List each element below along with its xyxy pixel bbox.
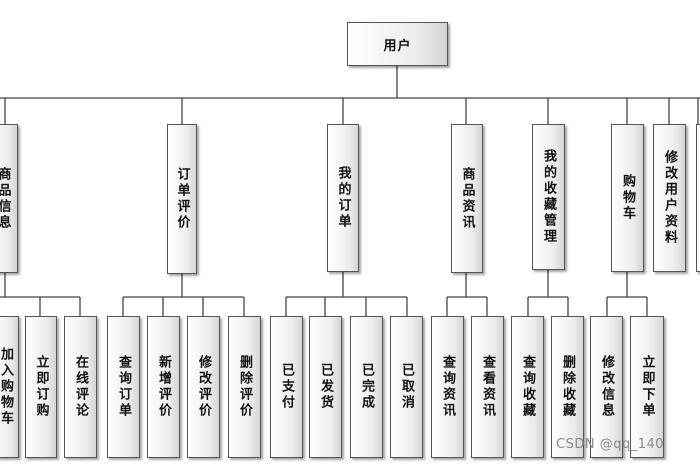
node-label: 修改评价 [196, 355, 211, 419]
node-favorites-management: 我的收藏管理 [532, 124, 565, 270]
node-label: 已发货 [318, 363, 333, 411]
node-order-review: 订单评价 [167, 124, 197, 274]
node-delete-favorites: 删除收藏 [551, 316, 584, 458]
node-product-news: 商品资讯 [451, 124, 483, 273]
node-shipped: 已发货 [309, 316, 342, 458]
node-view-news: 查看资讯 [471, 316, 504, 458]
node-label: 在线评论 [73, 355, 88, 419]
node-label: 修改信息 [599, 355, 614, 419]
node-label: 商品信息 [0, 166, 11, 231]
node-query-order: 查询订单 [107, 316, 140, 458]
node-label: 已取消 [399, 363, 414, 411]
node-label: 已支付 [279, 363, 294, 411]
node-edit-profile: 修改用户资料 [653, 124, 686, 272]
node-label: 查询订单 [116, 355, 131, 419]
node-shopping-cart: 购物车 [611, 124, 644, 272]
node-label: 已完成 [359, 363, 374, 411]
node-label: 我的订单 [335, 166, 351, 230]
node-label: 删除收藏 [560, 355, 575, 419]
node-label: 查询资讯 [440, 355, 455, 419]
node-add-to-cart: 加入购物车 [0, 316, 19, 458]
node-query-favorites: 查询收藏 [511, 316, 544, 458]
node-place-order: 立即下单 [630, 316, 664, 458]
node-my-orders: 我的订单 [327, 124, 359, 272]
node-label: 查看资讯 [480, 355, 495, 419]
node-label: 商品资讯 [459, 166, 475, 231]
node-add-review: 新增评价 [147, 316, 180, 458]
node-label: 删除评价 [237, 355, 252, 419]
node-edit-info: 修改信息 [590, 316, 623, 458]
node-label: 我的收藏管理 [541, 149, 556, 245]
node-order-now: 立即订购 [25, 316, 57, 458]
watermark-text: CSDN @qq_140 [556, 437, 665, 452]
node-product-info: 商品信息 [0, 124, 18, 273]
node-label: 立即下单 [639, 355, 655, 419]
node-online-comment: 在线评论 [64, 316, 97, 458]
node-delete-review: 删除评价 [228, 316, 261, 458]
node-partial-right [696, 124, 700, 272]
node-label: 立即订购 [33, 355, 49, 419]
node-label: 订单评价 [174, 167, 190, 231]
node-query-news: 查询资讯 [431, 316, 464, 458]
node-label: 新增评价 [156, 355, 171, 419]
node-label: 用户 [383, 38, 412, 54]
node-edit-review: 修改评价 [187, 316, 220, 458]
node-label: 查询收藏 [520, 355, 535, 419]
node-cancelled: 已取消 [390, 316, 423, 458]
node-label: 修改用户资料 [662, 150, 677, 246]
node-label: 加入购物车 [0, 347, 13, 427]
node-label: 购物车 [620, 174, 635, 222]
node-paid: 已支付 [270, 316, 303, 458]
node-completed: 已完成 [350, 316, 383, 458]
node-root-user: 用户 [347, 22, 448, 66]
